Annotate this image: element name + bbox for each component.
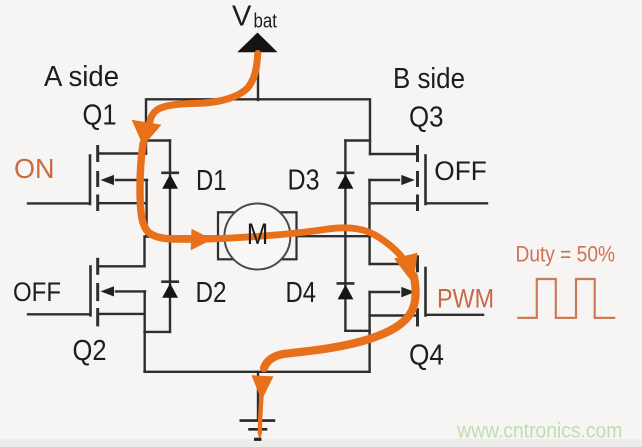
svg-text:Q4: Q4 — [409, 339, 444, 371]
svg-text:www.cntronics.com: www.cntronics.com — [456, 419, 622, 443]
svg-text:ON: ON — [14, 153, 55, 184]
svg-text:Q3: Q3 — [409, 101, 444, 133]
svg-text:D3: D3 — [288, 164, 320, 196]
svg-text:Q1: Q1 — [83, 99, 117, 131]
svg-text:D4: D4 — [286, 277, 317, 309]
svg-text:A side: A side — [44, 61, 119, 93]
svg-text:PWM: PWM — [437, 284, 494, 314]
svg-text:V: V — [232, 1, 252, 33]
svg-text:D2: D2 — [196, 277, 227, 309]
svg-text:M: M — [247, 218, 268, 251]
svg-text:OFF: OFF — [13, 277, 61, 307]
svg-text:Duty = 50%: Duty = 50% — [516, 241, 616, 266]
svg-text:B side: B side — [393, 63, 465, 95]
svg-text:OFF: OFF — [434, 156, 487, 186]
svg-text:bat: bat — [254, 11, 278, 33]
svg-text:Q2: Q2 — [73, 335, 107, 367]
svg-text:D1: D1 — [196, 165, 227, 197]
